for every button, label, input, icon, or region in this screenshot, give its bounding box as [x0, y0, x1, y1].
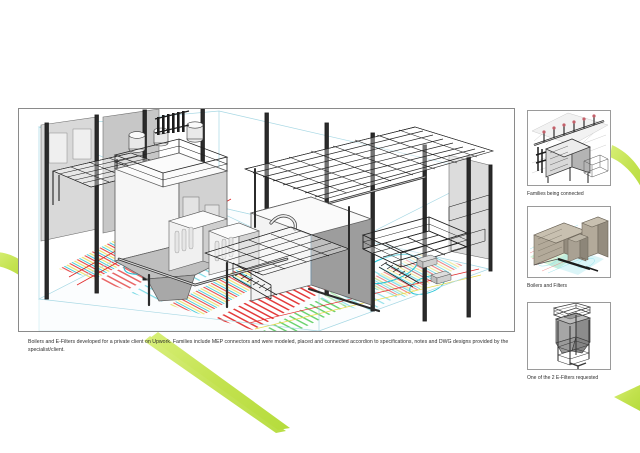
boiler-unit-2 — [249, 196, 373, 306]
thumbnail-caption-e-filter: One of the 2 E-Filters requested — [527, 375, 599, 381]
thumbnail-boilers-and-filters — [528, 207, 610, 277]
main-figure-frame[interactable] — [18, 108, 515, 332]
thumbnail-caption-boilers-and-filters: Boilers and Filters — [527, 283, 568, 289]
right-platform — [361, 216, 469, 268]
boiler-top-handrail — [113, 138, 229, 187]
thumbnail-frame-families-being-connected[interactable] — [527, 110, 611, 186]
thumbnail-block-e-filter[interactable]: One of the 2 E-Filters requested — [527, 302, 611, 383]
thumbnail-block-families-being-connected[interactable]: Families being connected — [527, 110, 611, 199]
thumbnail-e-filter — [528, 303, 610, 369]
far-right-railings — [448, 194, 490, 252]
thumbnail-block-boilers-and-filters[interactable]: Boilers and Filters — [527, 206, 611, 291]
main-caption: Boilers and E-Filters developed for a pr… — [28, 339, 509, 354]
boiler-top-equipment — [128, 110, 204, 153]
swoosh-corner-triangle — [614, 385, 640, 411]
upper-catwalk-grid — [243, 126, 495, 200]
thumbnail-frame-boilers-and-filters[interactable] — [527, 206, 611, 278]
thumbnail-caption-families-being-connected: Families being connected — [527, 191, 584, 197]
thumbnail-frame-e-filter[interactable] — [527, 302, 611, 370]
lower-platform-grating — [204, 226, 350, 276]
swoosh-right-curve — [610, 145, 640, 186]
process-piping — [117, 168, 427, 313]
isometric-render — [19, 109, 514, 331]
thumbnail-families-being-connected — [528, 111, 610, 185]
floor-equipment-boxes — [416, 254, 452, 285]
